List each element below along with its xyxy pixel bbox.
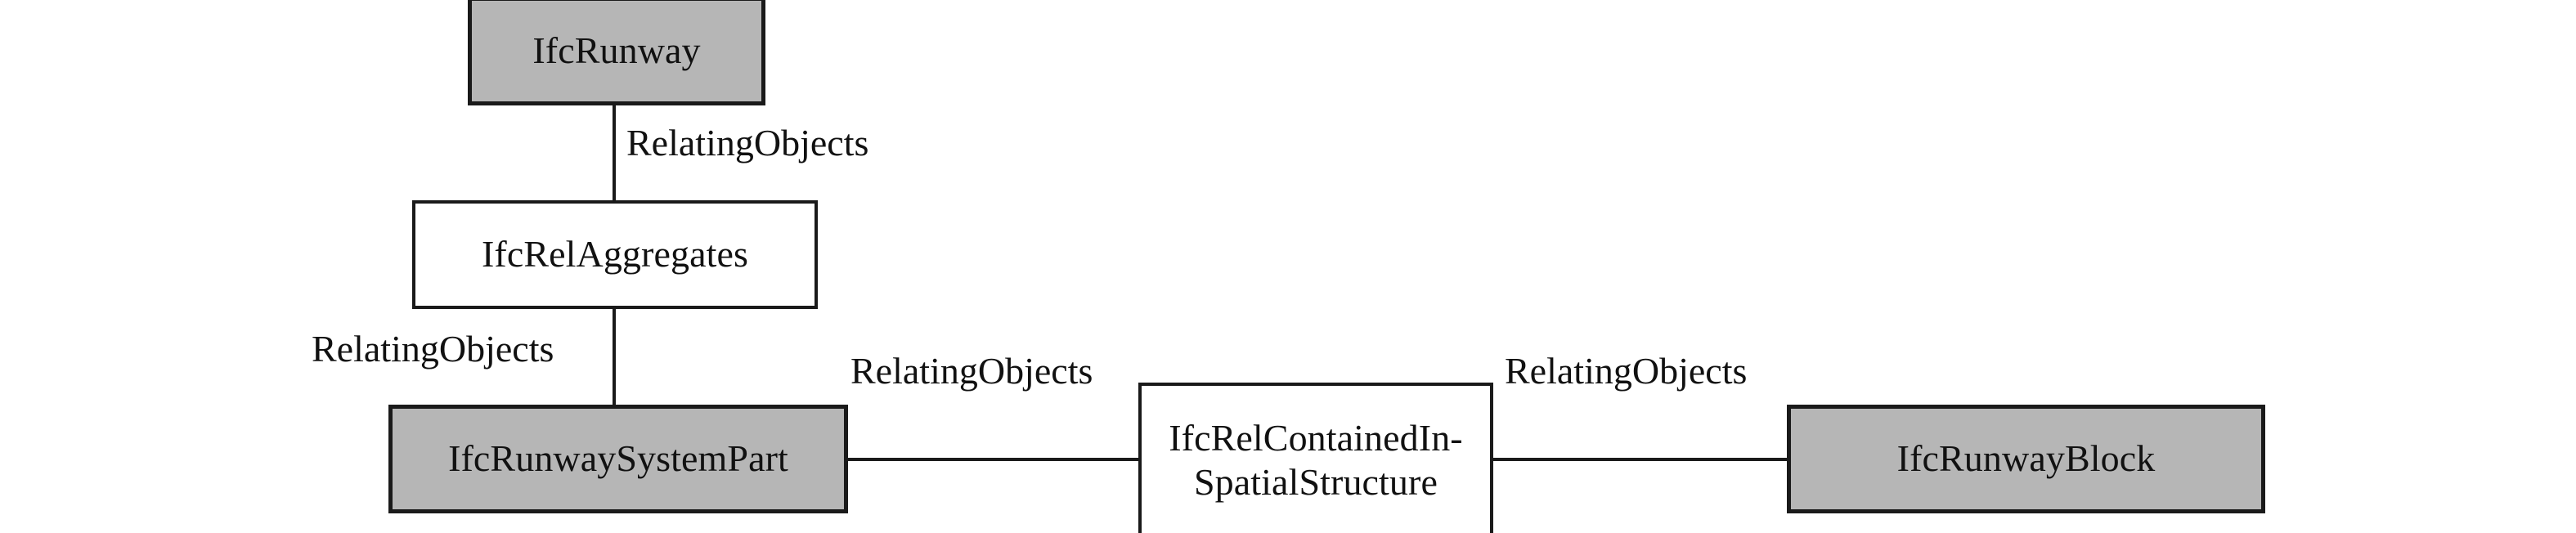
node-ifc-runway-block[interactable]: IfcRunwayBlock [1787,405,2265,513]
node-ifc-rel-aggregates-label: IfcRelAggregates [481,233,748,275]
node-ifc-rel-aggregates[interactable]: IfcRelAggregates [412,200,818,309]
edge-runway-to-relaggregates [613,105,616,203]
edge-relcontained-to-runwayblock [1492,458,1789,461]
node-ifc-runway-block-label: IfcRunwayBlock [1896,437,2156,480]
node-ifc-runway-system-part-label: IfcRunwaySystemPart [448,437,788,480]
edge-label-relating-objects-4: RelatingObjects [1505,350,1748,392]
edge-systempart-to-relcontained [846,458,1141,461]
node-ifc-runway-label: IfcRunway [532,29,701,72]
node-ifc-runway[interactable]: IfcRunway [468,0,765,105]
node-ifc-rel-contained-in-spatial-structure[interactable]: IfcRelContainedIn- SpatialStructure [1138,383,1493,533]
edge-label-relating-objects-3: RelatingObjects [850,350,1093,392]
node-ifc-runway-system-part[interactable]: IfcRunwaySystemPart [388,405,848,513]
edge-label-relating-objects-2: RelatingObjects [312,328,554,370]
edge-relaggregates-to-systempart [613,309,616,406]
edge-label-relating-objects-1: RelatingObjects [626,122,869,163]
node-ifc-rel-contained-in-spatial-structure-label: IfcRelContainedIn- SpatialStructure [1169,416,1463,503]
